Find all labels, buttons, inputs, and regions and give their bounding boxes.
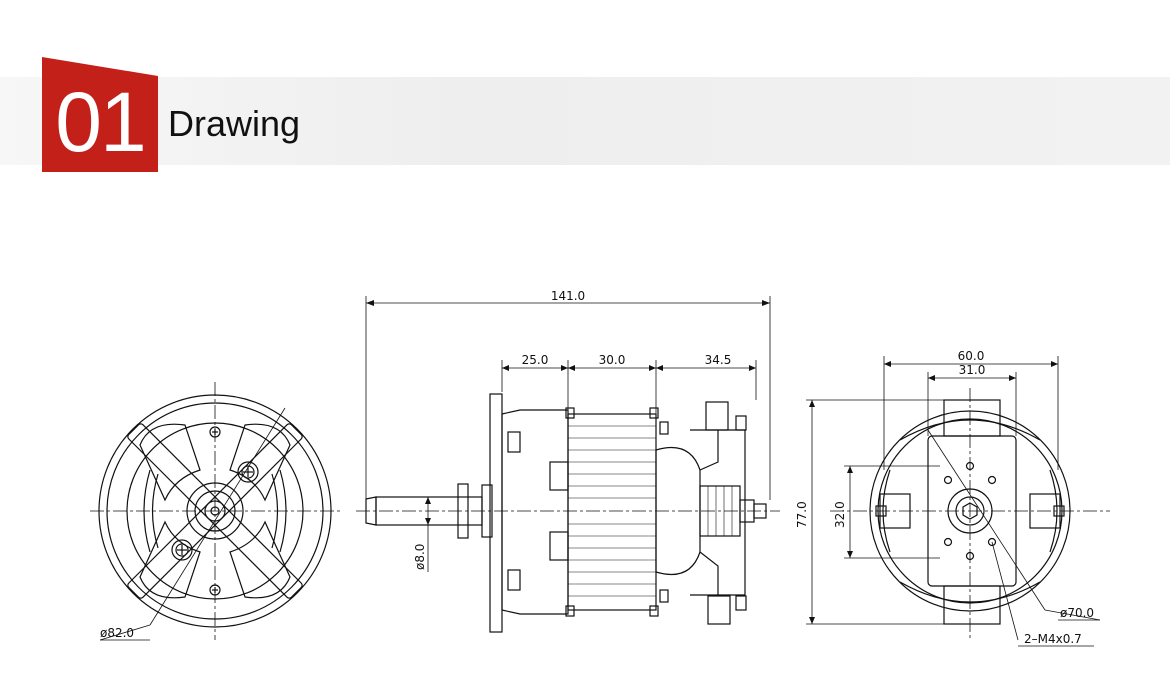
front-view — [90, 382, 342, 641]
dim-segment-3: 34.5 — [705, 353, 732, 367]
rear-diameter-leader — [927, 429, 1046, 611]
stator-stack — [567, 413, 657, 611]
dim-rear-diameter: ø70.0 — [1060, 606, 1094, 620]
dim-rear-width-inner: 31.0 — [959, 363, 986, 377]
dim-shaft-diameter: ø8.0 — [413, 544, 427, 570]
rear-hole-2 — [965, 551, 975, 561]
front-diameter-leader — [149, 407, 286, 626]
brush-holder-bottom — [707, 595, 731, 625]
stator-lamination-lines — [568, 425, 656, 597]
dim-rear-height-inner: 32.0 — [833, 501, 847, 528]
rear-hole-3 — [943, 475, 953, 485]
section-number: 01 — [55, 75, 146, 169]
terminal-top — [735, 415, 747, 431]
rear-inner-circle — [877, 418, 1063, 604]
front-outer-ring — [98, 394, 332, 628]
commutator-segments — [707, 486, 733, 536]
section-badge — [42, 57, 158, 172]
endbell-slot-1 — [507, 431, 521, 453]
shaft-bearing — [481, 484, 493, 538]
rear-diameter-leader-tail — [1044, 609, 1101, 621]
brush-wire-top — [699, 430, 719, 471]
dim-rear-height-total: 77.0 — [795, 501, 809, 528]
rear-bottom-tab — [943, 585, 1001, 625]
rear-hub-inner — [955, 496, 985, 526]
front-endbell — [501, 409, 569, 615]
stator-tab-tl — [565, 407, 575, 419]
front-diameter-leader-tail — [99, 624, 151, 641]
front-inner-ring — [106, 402, 324, 620]
dim-overall-length: 141.0 — [551, 289, 585, 303]
shaft-collar — [457, 483, 469, 539]
brush-wire-bottom — [699, 551, 719, 596]
front-screw-1 — [237, 461, 259, 483]
front-small-screw-bottom — [209, 584, 221, 596]
rear-shaft-end — [753, 503, 767, 519]
dim-segment-2: 30.0 — [599, 353, 626, 367]
page-title: Drawing — [168, 103, 301, 144]
front-small-screw-top — [209, 426, 221, 438]
front-coil-right-2 — [271, 473, 279, 549]
endbell-boss-2 — [549, 531, 569, 561]
front-hub-outer — [186, 482, 244, 540]
rear-terminal-right — [1053, 505, 1065, 517]
rear-top-tab — [943, 399, 1001, 437]
rear-hole-5 — [943, 537, 953, 547]
front-coil-right-1 — [279, 469, 287, 553]
dim-rear-width-outer: 60.0 — [958, 349, 985, 363]
front-diameter-label: ø82.0 — [100, 626, 134, 640]
rear-brush-right — [1029, 493, 1061, 529]
stator-tab-br — [649, 605, 659, 617]
side-view — [356, 296, 780, 633]
rear-hole-4 — [987, 475, 997, 485]
rear-hub-outer — [947, 488, 993, 534]
rear-clip-bottom — [659, 589, 669, 603]
front-hub-mid — [194, 490, 236, 532]
shaft-diameter-arrows — [425, 497, 431, 525]
endbell-boss-1 — [549, 461, 569, 491]
rear-clip-top — [659, 421, 669, 435]
dim-segment-1: 25.0 — [522, 353, 549, 367]
rear-hole-1 — [965, 461, 975, 471]
front-fan-ring — [126, 422, 304, 600]
terminal-bottom — [735, 595, 747, 611]
rear-hub-nut — [962, 502, 978, 520]
rear-coil-arc-bottom — [899, 581, 1041, 603]
front-coil-left-2 — [151, 473, 159, 549]
front-coil-left-1 — [143, 469, 151, 553]
rear-outer-circle — [869, 410, 1071, 612]
dim-rear-thread: 2–M4x0.7 — [1024, 632, 1082, 646]
brush-holder-top — [705, 401, 729, 431]
rear-brush-left — [879, 493, 911, 529]
rear-coil-arc-top — [899, 419, 1041, 441]
rear-coil-arc-right — [1049, 469, 1058, 553]
rear-thread-leader — [991, 541, 1019, 641]
front-screw-2 — [171, 539, 193, 561]
endbell-slot-2 — [507, 569, 521, 591]
rear-view — [806, 356, 1110, 647]
header-band — [0, 77, 1170, 165]
rear-hole-6 — [987, 537, 997, 547]
stator-tab-tr — [649, 407, 659, 419]
rear-terminal-left — [875, 505, 887, 517]
stator-tab-bl — [565, 605, 575, 617]
front-shaft — [210, 506, 220, 516]
rear-coil-arc-left — [882, 469, 891, 553]
